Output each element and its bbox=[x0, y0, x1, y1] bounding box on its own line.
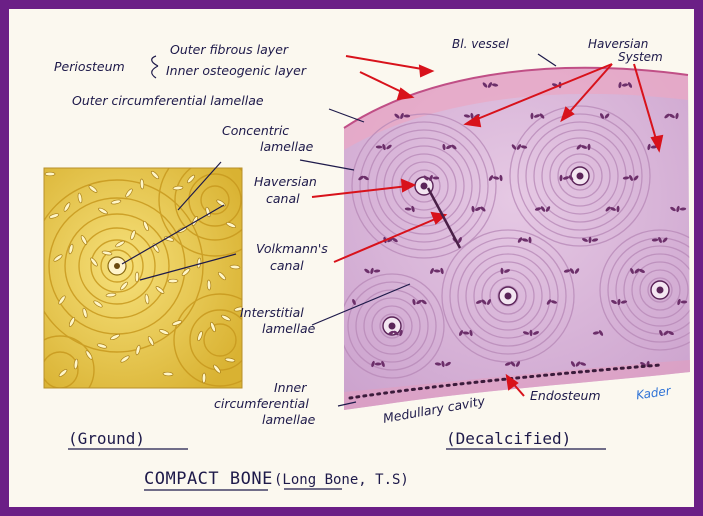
label-outer-fibrous-layer: Outer fibrous layer bbox=[170, 43, 288, 57]
caption-decalcified: (Decalcified) bbox=[446, 430, 571, 448]
label-haversian-canal-line1: Haversian bbox=[254, 175, 317, 189]
figure-title: COMPACT BONE bbox=[144, 470, 273, 489]
label-concentric-line1: Concentric bbox=[222, 124, 289, 138]
label-interstitial-line2: lamellae bbox=[262, 322, 315, 336]
label-inner-circumferential-line3: lamellae bbox=[262, 413, 315, 427]
label-inner-osteogenic-layer: Inner osteogenic layer bbox=[166, 64, 306, 78]
caption-ground: (Ground) bbox=[68, 430, 145, 448]
label-haversian-system-line2: System bbox=[618, 50, 663, 64]
label-periosteum: Periosteum bbox=[54, 60, 125, 74]
label-blood-vessel: Bl. vessel bbox=[452, 37, 509, 51]
figure-subtitle: (Long Bone, T.S) bbox=[274, 472, 409, 488]
label-concentric-line2: lamellae bbox=[260, 140, 313, 154]
label-inner-circumferential-line1: Inner bbox=[274, 381, 306, 395]
label-volkmanns-canal-line1: Volkmann's bbox=[256, 242, 328, 256]
label-endosteum: Endosteum bbox=[530, 389, 601, 403]
label-outer-circumferential-lamellae: Outer circumferential lamellae bbox=[72, 94, 264, 108]
label-volkmanns-canal-line2: canal bbox=[270, 259, 304, 273]
label-haversian-system-line1: Haversian bbox=[588, 37, 648, 51]
ground-bone-section bbox=[26, 144, 271, 404]
label-interstitial-line1: Interstitial bbox=[240, 306, 304, 320]
label-inner-circumferential-line2: circumferential bbox=[214, 397, 309, 411]
label-haversian-canal-line2: canal bbox=[266, 192, 300, 206]
